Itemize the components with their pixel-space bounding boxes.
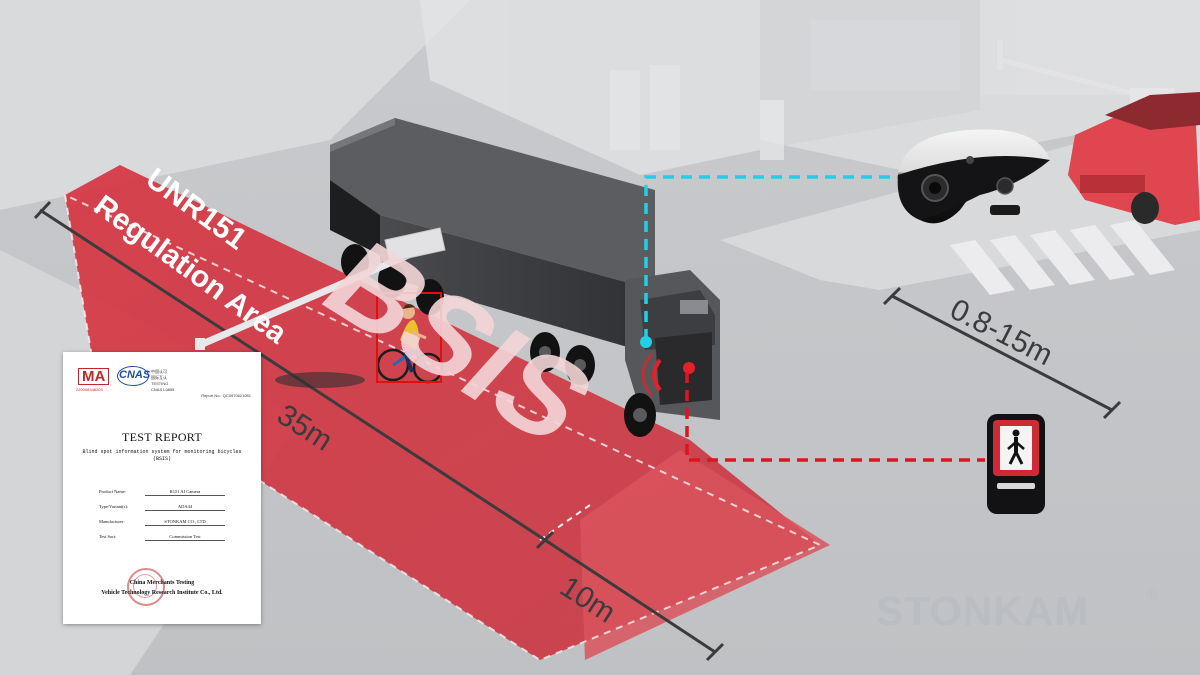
- report-title: TEST REPORT: [121, 430, 203, 444]
- dimension-10m: [544, 538, 725, 662]
- official-stamp: [127, 568, 165, 606]
- car-icon: [1068, 92, 1200, 225]
- cma-number: 220008348203: [76, 387, 103, 392]
- official-stamp-inner: [133, 574, 157, 598]
- buildings: [420, 0, 1200, 175]
- brand-registered-mark: ®: [1147, 586, 1159, 603]
- sidewalk-top-left: [0, 0, 470, 210]
- cnas-logo-ring: [117, 366, 149, 386]
- cnas-logo: CNAS: [119, 369, 151, 381]
- cma-logo: MA: [78, 368, 110, 385]
- camera-mount-dot: [640, 336, 652, 348]
- report-number: Report No.: QC0970621051: [201, 393, 251, 398]
- crosswalk: [950, 220, 1175, 295]
- extended-area: [580, 450, 830, 660]
- zone-outline: [63, 193, 823, 662]
- accreditation-text: 中国认可 国际互认 TESTING CNAS L0855: [151, 369, 175, 392]
- lab-name-line2: Vehicle Technology Research Institute Co…: [101, 590, 223, 596]
- cyclist-icon: [275, 303, 444, 388]
- brand-watermark: STONKAM: [876, 588, 1090, 634]
- side-camera-icon: [897, 129, 1050, 224]
- detection-box: [376, 292, 442, 383]
- dimension-range: [882, 286, 1122, 420]
- test-report-document: MA 220008348203 CNAS 中国认可 国际互认 TESTING C…: [63, 352, 261, 624]
- report-subtitle: Blind spot information system for monito…: [82, 449, 242, 462]
- camera-link-line: [644, 175, 900, 340]
- truck-icon: [330, 118, 720, 437]
- pedestrian-alarm-icon: [987, 414, 1045, 514]
- lab-name-line1: China Merchants Testing: [129, 580, 195, 586]
